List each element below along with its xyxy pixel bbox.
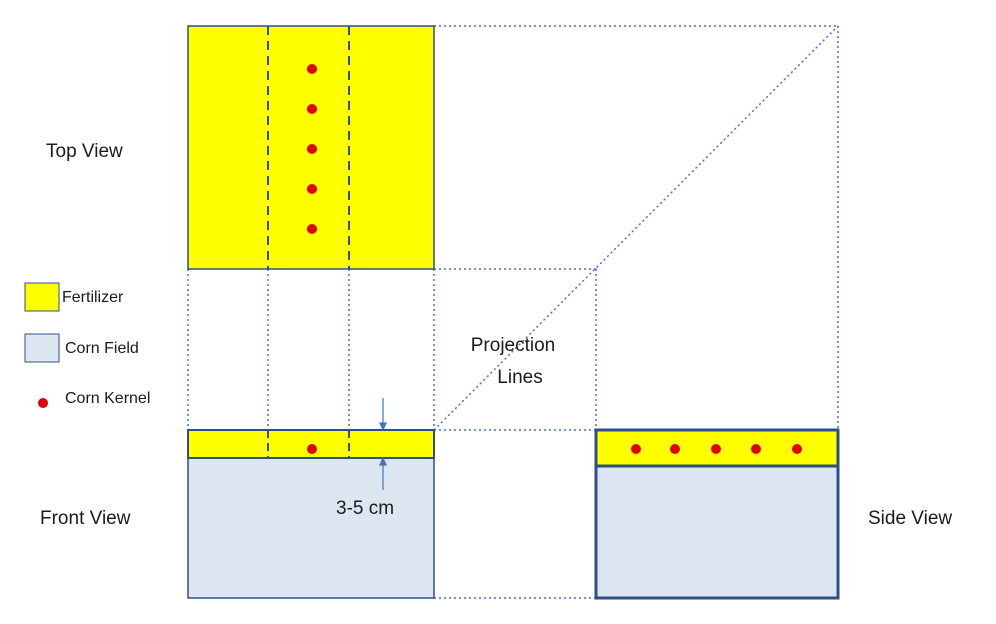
legend-label-fertilizer: Fertilizer [62, 289, 124, 306]
top-view [187, 25, 435, 270]
corn-kernel [792, 444, 802, 454]
side-view-label: Side View [868, 508, 952, 529]
corn-kernel [751, 444, 761, 454]
dimension-label: 3-5 cm [336, 498, 394, 519]
corn-kernel [307, 64, 317, 74]
projection-label-line-2: Lines [497, 367, 542, 388]
front-view [187, 429, 435, 599]
corn-kernel [307, 184, 317, 194]
front-view-label: Front View [40, 508, 131, 529]
top-view-label: Top View [46, 141, 123, 162]
legend-label-corn-field: Corn Field [65, 340, 139, 357]
corn-kernel [307, 104, 317, 114]
corn-kernel [307, 444, 317, 454]
legend-label-corn-kernel: Corn Kernel [65, 390, 150, 407]
legend-swatch-fertilizer [24, 282, 60, 312]
corn-kernel [670, 444, 680, 454]
corn-kernel [631, 444, 641, 454]
corn-kernel [307, 144, 317, 154]
legend-corn-kernel-icon [38, 398, 48, 408]
corn-kernel [307, 224, 317, 234]
projection-label-line-1: Projection [471, 335, 556, 356]
projection-lines [187, 25, 839, 599]
corn-kernel [711, 444, 721, 454]
legend: Fertilizer Corn Field Corn Kernel [24, 282, 150, 408]
legend-swatch-corn-field [24, 333, 60, 363]
dimension-arrows-icon [379, 398, 387, 490]
projection-line-diagonal [433, 25, 839, 431]
side-view [594, 428, 840, 600]
